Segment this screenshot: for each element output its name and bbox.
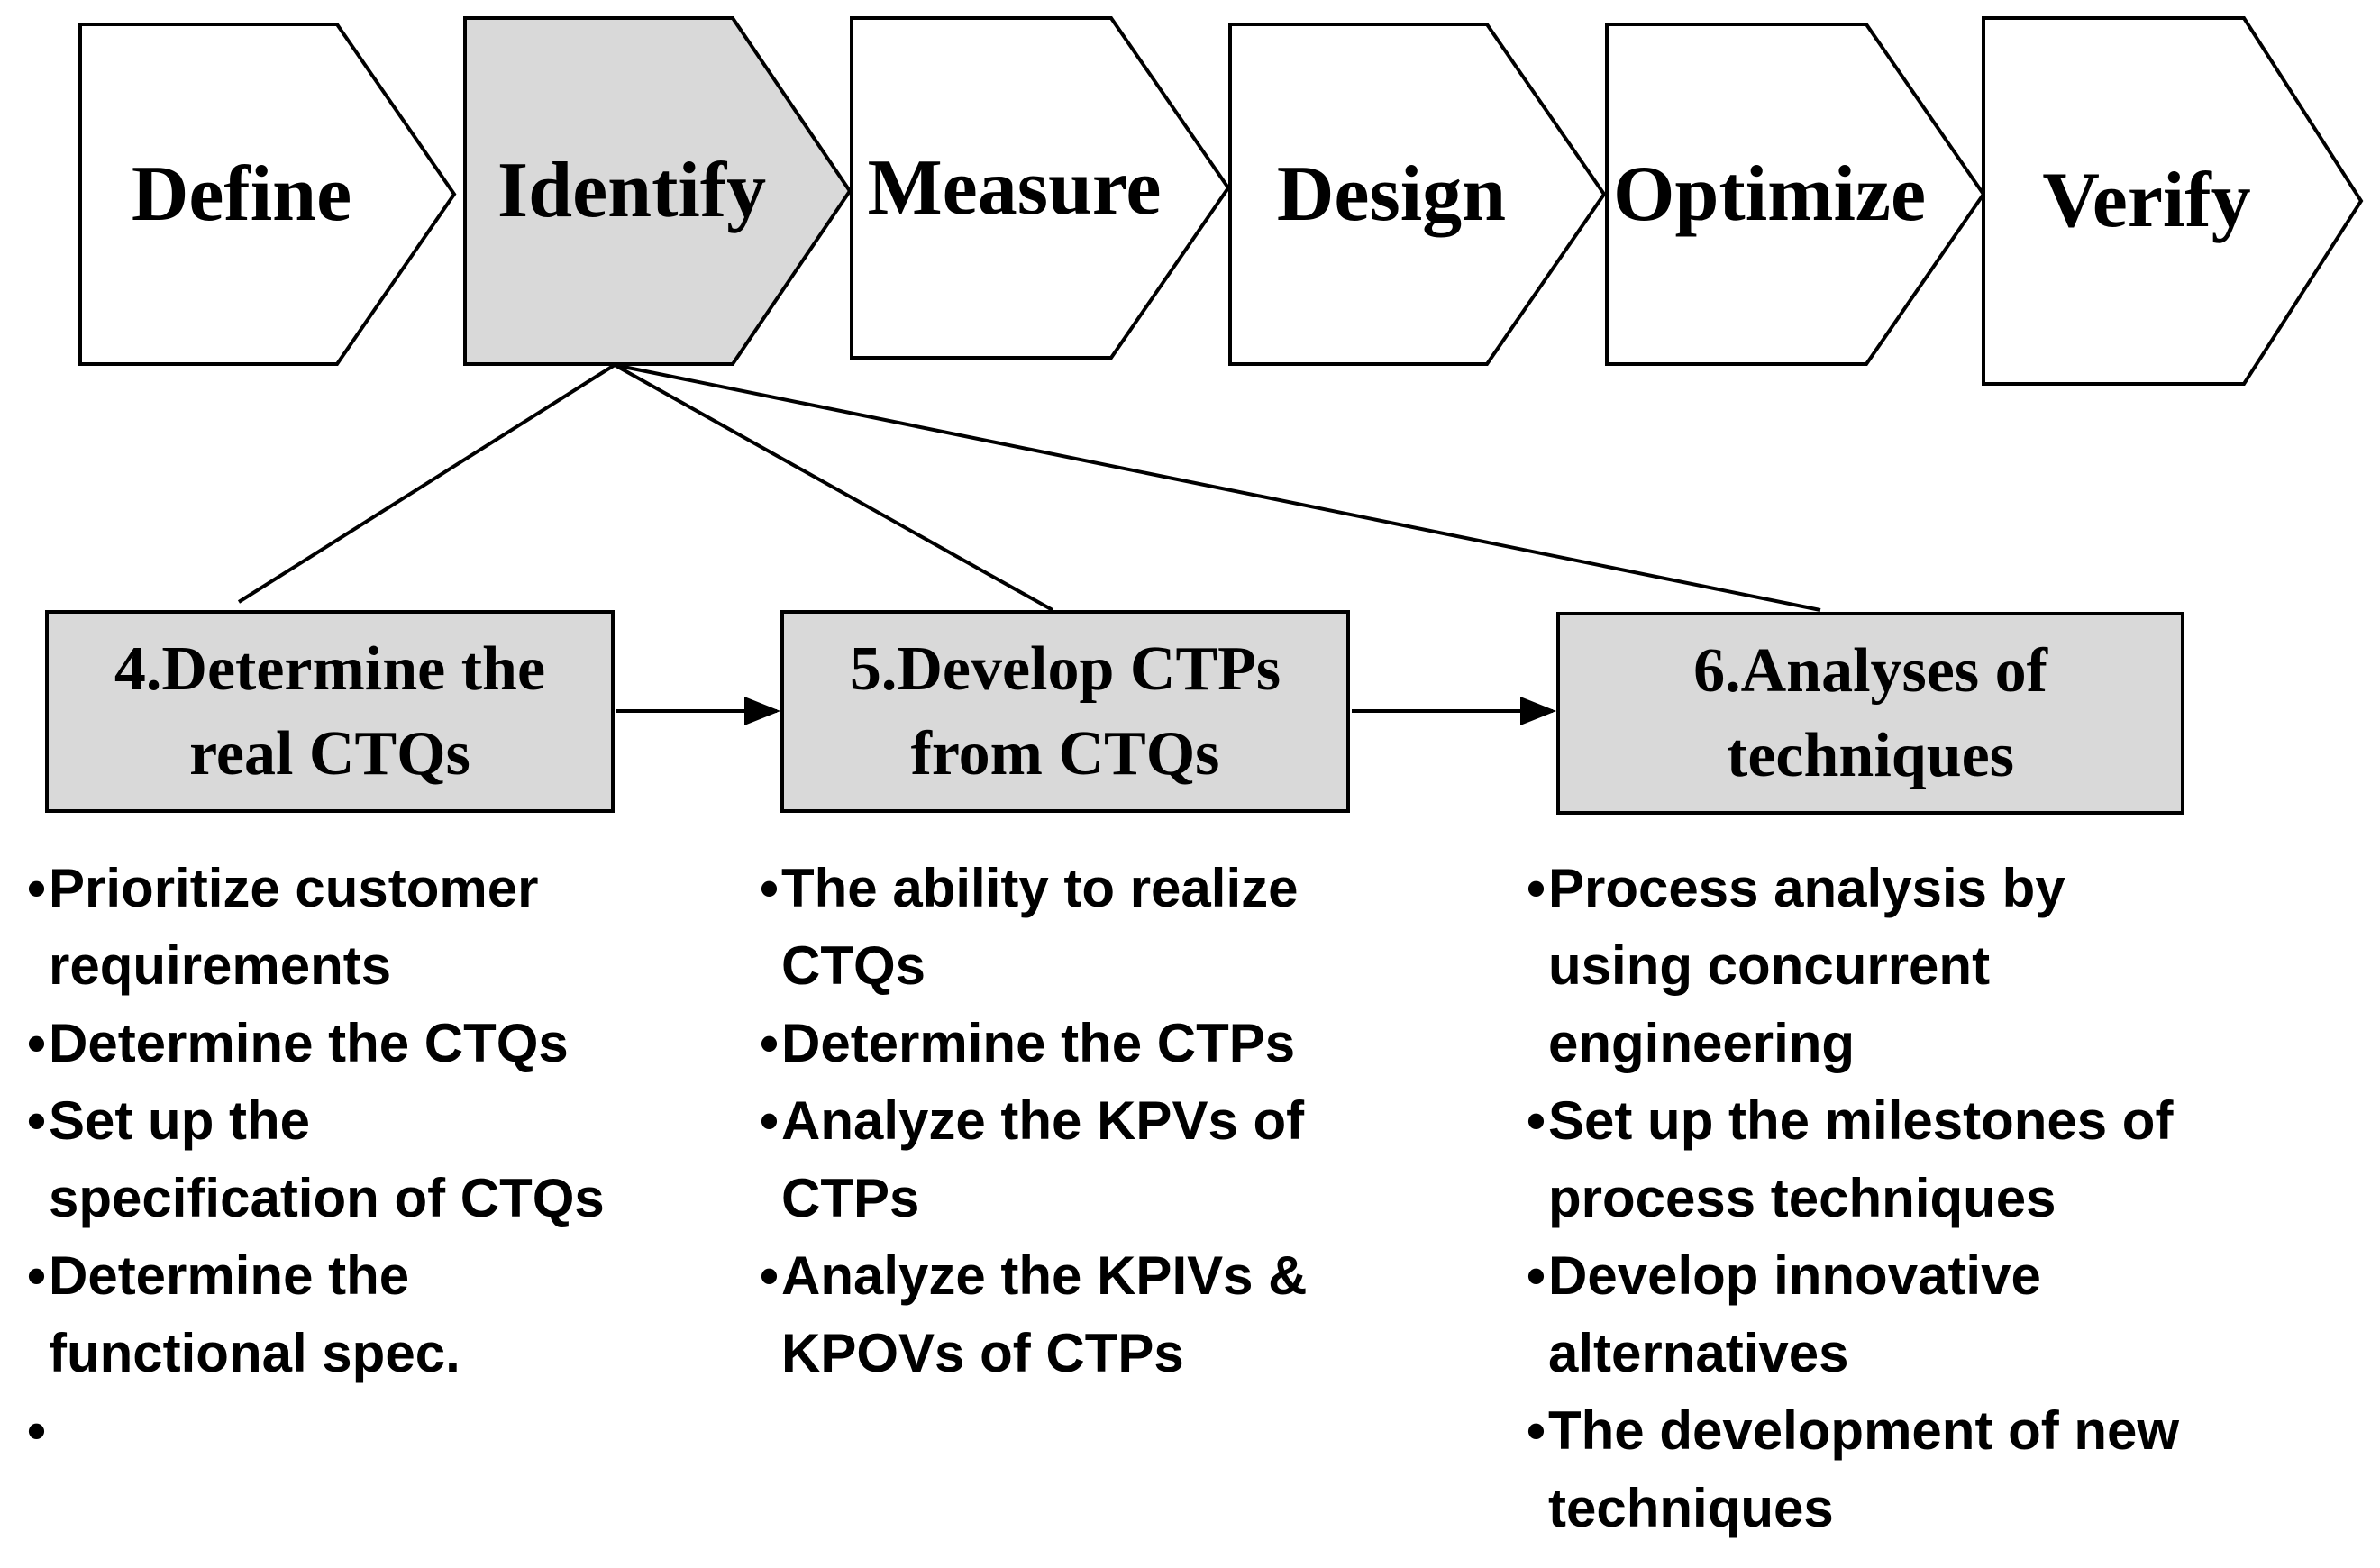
bullet-line: Process analysis by [1548,858,2065,918]
bullet-line: Set up the milestones of [1548,1090,2174,1151]
bullet-line: requirements [49,935,392,996]
bullet-line: engineering [1548,1013,1856,1073]
bullet-item: Set up the specification of CTQs [27,1082,605,1237]
bullet-list-step-5: The ability to realizeCTQsDetermine the … [760,850,1308,1392]
connector-line-5 [614,363,1053,612]
bullet-item: The development of new techniques [1527,1392,2179,1547]
bullet-list-step-6: Process analysis by using concurrent engin… [1527,850,2179,1547]
bullet-item [27,1392,605,1470]
bullet-line: Analyze the KPVs of [781,1090,1305,1151]
step-title-line: techniques [1727,720,2014,790]
bullet-line: Develop innovative [1548,1245,2041,1306]
connector-line-4 [237,363,616,604]
step-box-4: 4.Determine the real CTQs [45,610,615,813]
bullet-line: techniques [1548,1478,1834,1538]
bullet-item: Determine the CTQs [27,1005,605,1082]
bullet-line: using concurrent [1548,935,1991,996]
phase-label-identify: Identify [497,147,767,234]
phase-chevron-design [1228,23,1607,366]
phase-chevron-measure [850,16,1231,360]
step-title-line: from CTQs [910,718,1220,789]
step-box-5: 5.Develop CTPs from CTQs [780,610,1350,813]
bullet-line: Prioritize customer [49,858,539,918]
phase-label-design: Design [1276,150,1507,238]
bullet-item: Prioritize customer requirements [27,850,605,1005]
step-box-6: 6.Analyses of techniques [1556,612,2184,815]
bullet-item: Analyze the KPVs of CTPs [760,1082,1308,1237]
bullet-line: Determine the CTPs [781,1013,1296,1073]
bullet-list-step-4: Prioritize customer requirementsDetermine… [27,850,605,1470]
connector-line-6 [614,363,1821,612]
step-title-line: 5.Develop CTPs [849,634,1281,704]
bullet-item: Set up the milestones of process techniqu… [1527,1082,2179,1237]
bullet-line: The ability to realize [781,858,1299,918]
bullet-line: functional spec. [49,1323,460,1383]
bullet-line: Determine the CTQs [49,1013,569,1073]
bullet-item: Analyze the KPIVs & KPOVs of CTPs [760,1237,1308,1392]
phase-chevron-optimize [1605,23,1986,366]
bullet-line: The development of new [1548,1400,2180,1461]
phase-label-define: Define [131,150,352,238]
bullet-line: Analyze the KPIVs & [781,1245,1308,1306]
bullet-line: CTPs [781,1168,920,1228]
bullet-item: Develop innovative alternatives [1527,1237,2179,1392]
step-title-line: 4.Determine the [114,634,546,704]
bullet-line: CTQs [781,935,926,996]
step-title-line: real CTQs [189,718,470,789]
bullet-line: specification of CTQs [49,1168,605,1228]
phase-chevron-define [78,23,457,366]
phase-label-verify: Verify [2042,157,2251,244]
bullet-item: Determine the functional spec. [27,1237,605,1392]
bullet-line: Set up the [49,1090,311,1151]
bullet-line: alternatives [1548,1323,1849,1383]
phase-chevron-verify [1982,16,2364,386]
bullet-line: process techniques [1548,1168,2056,1228]
bullet-item: Determine the CTPs [760,1005,1308,1082]
bullet-line: Determine the [49,1245,410,1306]
bullet-line: KPOVs of CTPs [781,1323,1184,1383]
bullet-item: Process analysis by using concurrent engin… [1527,850,2179,1082]
phase-label-optimize: Optimize [1613,150,1927,238]
phase-chevron-identify [463,16,853,366]
step-title-line: 6.Analyses of [1693,635,2047,706]
phase-label-measure: Measure [867,143,1162,232]
